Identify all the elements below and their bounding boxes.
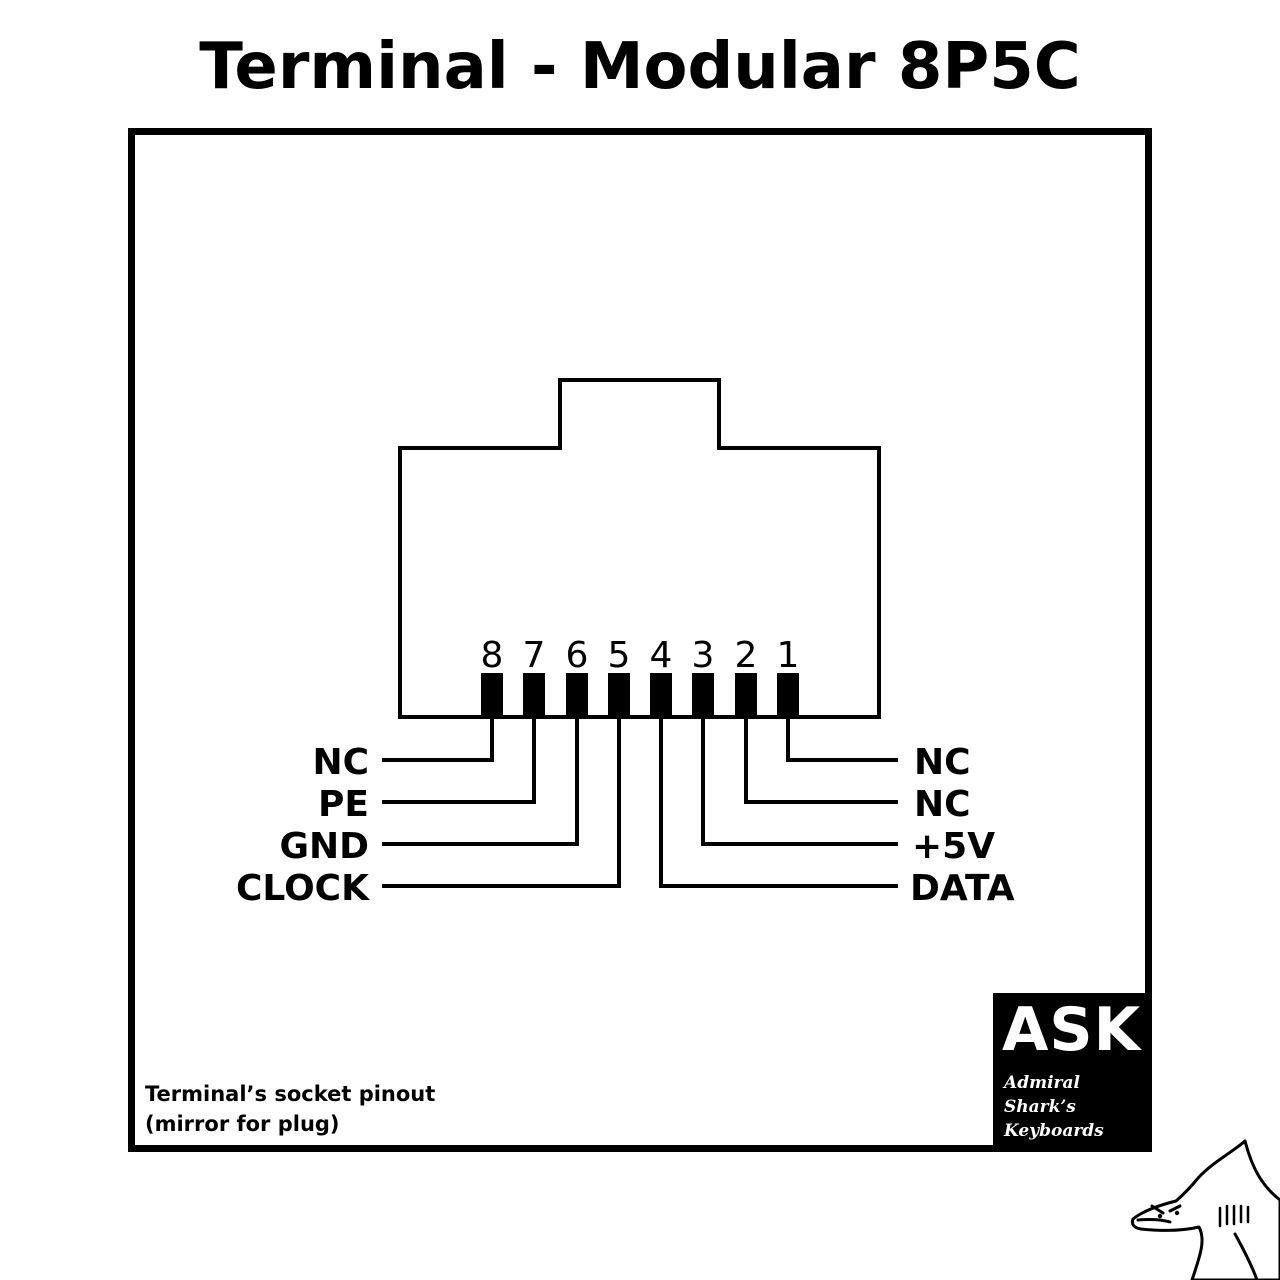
pin-contact-6 bbox=[566, 673, 588, 719]
logo-abbreviation: ASK bbox=[1002, 995, 1142, 1065]
pin-number-5: 5 bbox=[608, 635, 631, 676]
pin-number-8: 8 bbox=[481, 635, 504, 676]
pin-contact-7 bbox=[523, 673, 545, 719]
logo-name-line-1: Admiral bbox=[1004, 1073, 1080, 1093]
signal-label-pin-3: +5V bbox=[912, 826, 995, 867]
signal-label-pin-1: NC bbox=[914, 742, 971, 783]
caption-line-2: (mirror for plug) bbox=[145, 1112, 340, 1136]
logo-name-line-3: Keyboards bbox=[1004, 1121, 1104, 1141]
pin-number-6: 6 bbox=[566, 635, 589, 676]
pin-contacts bbox=[481, 673, 799, 719]
pin-contact-1 bbox=[777, 673, 799, 719]
signal-label-pin-2: NC bbox=[914, 784, 971, 825]
pin-contact-5 bbox=[608, 673, 630, 719]
signal-label-pin-4: DATA bbox=[910, 868, 1015, 909]
logo-brand-name: Admiral Shark’s Keyboards bbox=[1004, 1071, 1104, 1143]
wire-pin-5 bbox=[382, 719, 621, 888]
wire-pin-1 bbox=[786, 719, 898, 762]
signal-label-pin-5: CLOCK bbox=[236, 868, 370, 909]
diagram-title: Terminal - Modular 8P5C bbox=[199, 30, 1081, 104]
shark-mascot-icon bbox=[1130, 1139, 1280, 1280]
diagram-frame bbox=[128, 128, 1152, 1152]
wire-pin-2 bbox=[744, 719, 898, 804]
pin-contact-2 bbox=[735, 673, 757, 719]
diagram-caption: Terminal’s socket pinout (mirror for plu… bbox=[145, 1079, 435, 1139]
pin-contact-8 bbox=[481, 673, 503, 719]
logo-name-line-2: Shark’s bbox=[1004, 1097, 1076, 1117]
signal-label-pin-8: NC bbox=[312, 742, 369, 783]
pin-contact-3 bbox=[692, 673, 714, 719]
pin-number-7: 7 bbox=[523, 635, 546, 676]
pin-contact-4 bbox=[650, 673, 672, 719]
caption-line-1: Terminal’s socket pinout bbox=[145, 1082, 436, 1106]
signal-label-pin-6: GND bbox=[279, 826, 369, 867]
wire-pin-7 bbox=[382, 719, 536, 804]
wire-pin-8 bbox=[382, 719, 494, 762]
wire-pin-6 bbox=[382, 719, 579, 846]
pin-number-4: 4 bbox=[650, 635, 673, 676]
wire-pin-3 bbox=[701, 719, 898, 846]
pin-number-2: 2 bbox=[735, 635, 758, 676]
pin-number-1: 1 bbox=[777, 635, 800, 676]
brand-logo: ASK Admiral Shark’s Keyboards bbox=[993, 993, 1145, 1145]
connector-outline bbox=[398, 378, 881, 719]
pin-number-3: 3 bbox=[692, 635, 715, 676]
wire-pin-4 bbox=[659, 719, 898, 888]
signal-label-pin-7: PE bbox=[318, 784, 369, 825]
